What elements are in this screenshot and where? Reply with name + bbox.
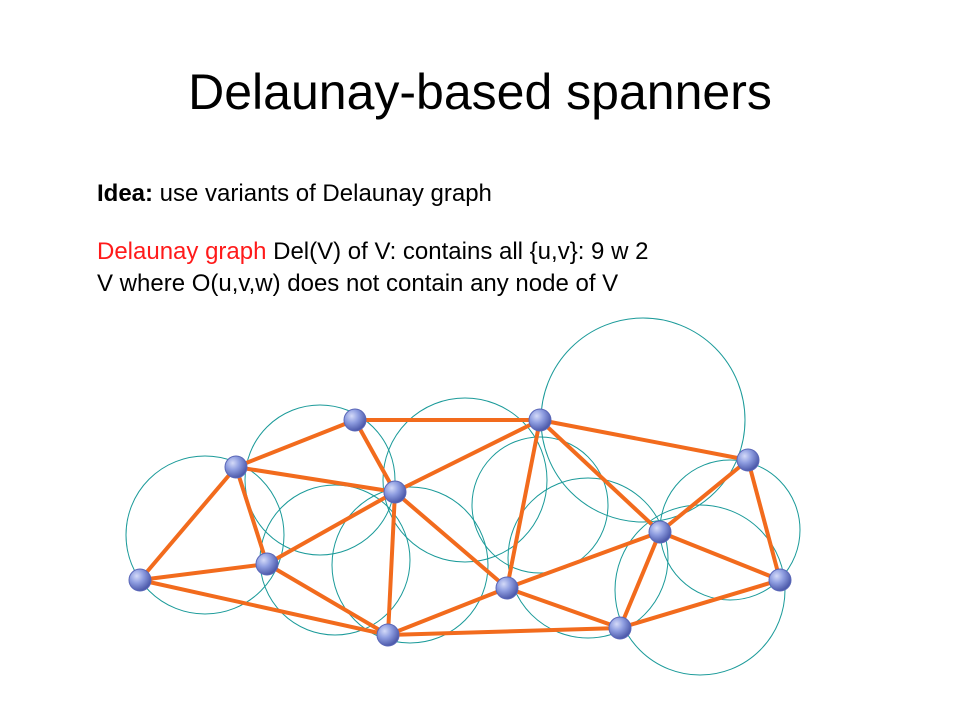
circumcircle (614, 504, 786, 676)
graph-edge (538, 418, 662, 534)
graph-node (224, 455, 248, 479)
circumcircle (331, 486, 489, 644)
graph-node (383, 480, 407, 504)
graph-node (736, 448, 760, 472)
idea-label: Idea: (97, 180, 154, 207)
definition-line-1: Del(V) of V: contains all {u,v}: 9 w 2 (266, 238, 649, 265)
graph-node (495, 576, 519, 600)
graph-edge (618, 578, 782, 630)
graph-edge (505, 586, 622, 630)
graph-edge (393, 418, 542, 494)
circumcircle (382, 397, 548, 563)
graph-edge (386, 586, 509, 637)
circumcircle (540, 317, 746, 523)
graph-edge (265, 490, 397, 566)
graph-edge (138, 578, 390, 637)
graph-node (128, 568, 152, 592)
graph-node (528, 408, 552, 432)
definition-term: Delaunay graph (97, 238, 267, 265)
graph-edge (618, 530, 662, 630)
slide-title: Delaunay-based spanners (188, 64, 772, 120)
graph-edge (234, 465, 269, 566)
graph-edge (505, 418, 542, 590)
graph-node (608, 616, 632, 640)
graph-edge (505, 530, 662, 590)
graph-edge (386, 490, 397, 637)
graph-edge (234, 465, 397, 494)
definition-line-2: V where O(u,v,w) does not contain any no… (97, 270, 619, 297)
graph-edge (234, 418, 357, 469)
graph-node (376, 623, 400, 647)
circumcircle (125, 455, 285, 615)
graph-edge (746, 458, 782, 582)
graph-edge (658, 458, 750, 534)
circumcircle (507, 477, 669, 639)
idea-line: Idea: use variants of Delaunay graph (97, 178, 492, 210)
circumcircles (125, 317, 801, 676)
graph-edge (393, 490, 509, 590)
graph-edge (138, 562, 269, 582)
graph-edge (386, 626, 622, 637)
graph-node (768, 568, 792, 592)
circumcircle (244, 404, 396, 556)
graph-node (343, 408, 367, 432)
graph-node (255, 552, 279, 576)
circumcircle (471, 436, 609, 574)
graph-node (648, 520, 672, 544)
graph-edge (353, 418, 397, 494)
idea-text: use variants of Delaunay graph (153, 180, 492, 207)
graph-nodes (128, 408, 792, 647)
graph-edges (138, 418, 782, 637)
graph-edge (538, 418, 750, 462)
graph-edge (138, 465, 238, 582)
graph-edge (658, 530, 782, 582)
graph-edge (265, 562, 390, 637)
delaunay-definition: Delaunay graph Del(V) of V: contains all… (97, 236, 877, 300)
